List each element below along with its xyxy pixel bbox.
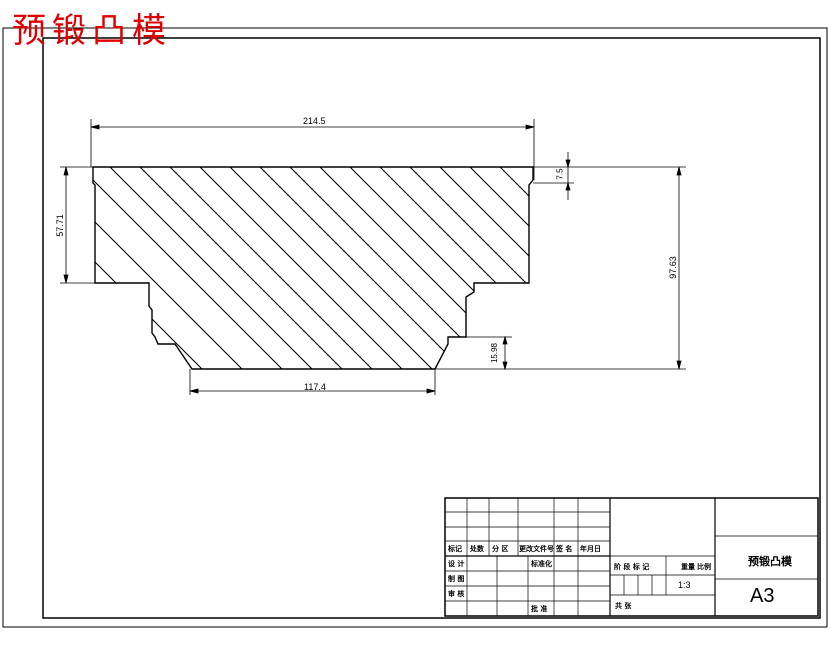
tb-rev-header-zone: 分 区 xyxy=(492,544,509,553)
dim-label-bottom-width: 117.4 xyxy=(304,382,326,392)
title-block xyxy=(444,497,819,617)
dimension-total-height xyxy=(435,166,686,370)
outer-border xyxy=(2,27,828,628)
tb-weight-label: 重量 xyxy=(681,562,695,571)
dim-label-left-height: 57.71 xyxy=(54,214,65,237)
tb-rev-header-count: 处数 xyxy=(470,544,484,553)
tb-scale-value: 1:3 xyxy=(678,580,691,590)
tb-rev-header-docno: 更改文件号 xyxy=(519,544,554,553)
dimension-left-height xyxy=(60,166,95,284)
tb-draft-label: 制 图 xyxy=(448,574,465,583)
dimension-bottom-step xyxy=(466,335,512,371)
dimension-bottom-width xyxy=(189,369,436,395)
tb-approve-label: 批 准 xyxy=(531,604,548,613)
tb-rev-header-sign: 签 名 xyxy=(556,544,573,553)
tb-check-label: 审 核 xyxy=(448,589,465,598)
dimension-top-width xyxy=(90,119,535,180)
tb-rev-header-mark: 标记 xyxy=(448,544,462,553)
dim-label-top-width: 214.5 xyxy=(303,116,326,126)
dim-label-bottom-step: 15.98 xyxy=(490,342,500,364)
tb-rev-header-date: 年月日 xyxy=(580,544,601,553)
inner-frame xyxy=(42,37,821,619)
dim-label-top-step: 7.5 xyxy=(555,168,565,180)
tb-scale-label: 比例 xyxy=(697,562,711,571)
drawing-title-red: 预锻凸模 xyxy=(12,11,172,51)
tb-stage-mark-label: 阶 段 标 记 xyxy=(614,562,650,571)
tb-sheet-size: A3 xyxy=(750,585,775,607)
tb-sheet-total: 共 张 xyxy=(615,601,632,610)
tb-design-label: 设 计 xyxy=(448,559,465,568)
dimension-top-step xyxy=(533,152,574,200)
tb-part-name: 预锻凸模 xyxy=(748,555,792,568)
part-section xyxy=(92,166,534,370)
tb-standardize-label: 标准化 xyxy=(531,559,552,568)
dim-label-total-height: 97.63 xyxy=(667,256,678,279)
